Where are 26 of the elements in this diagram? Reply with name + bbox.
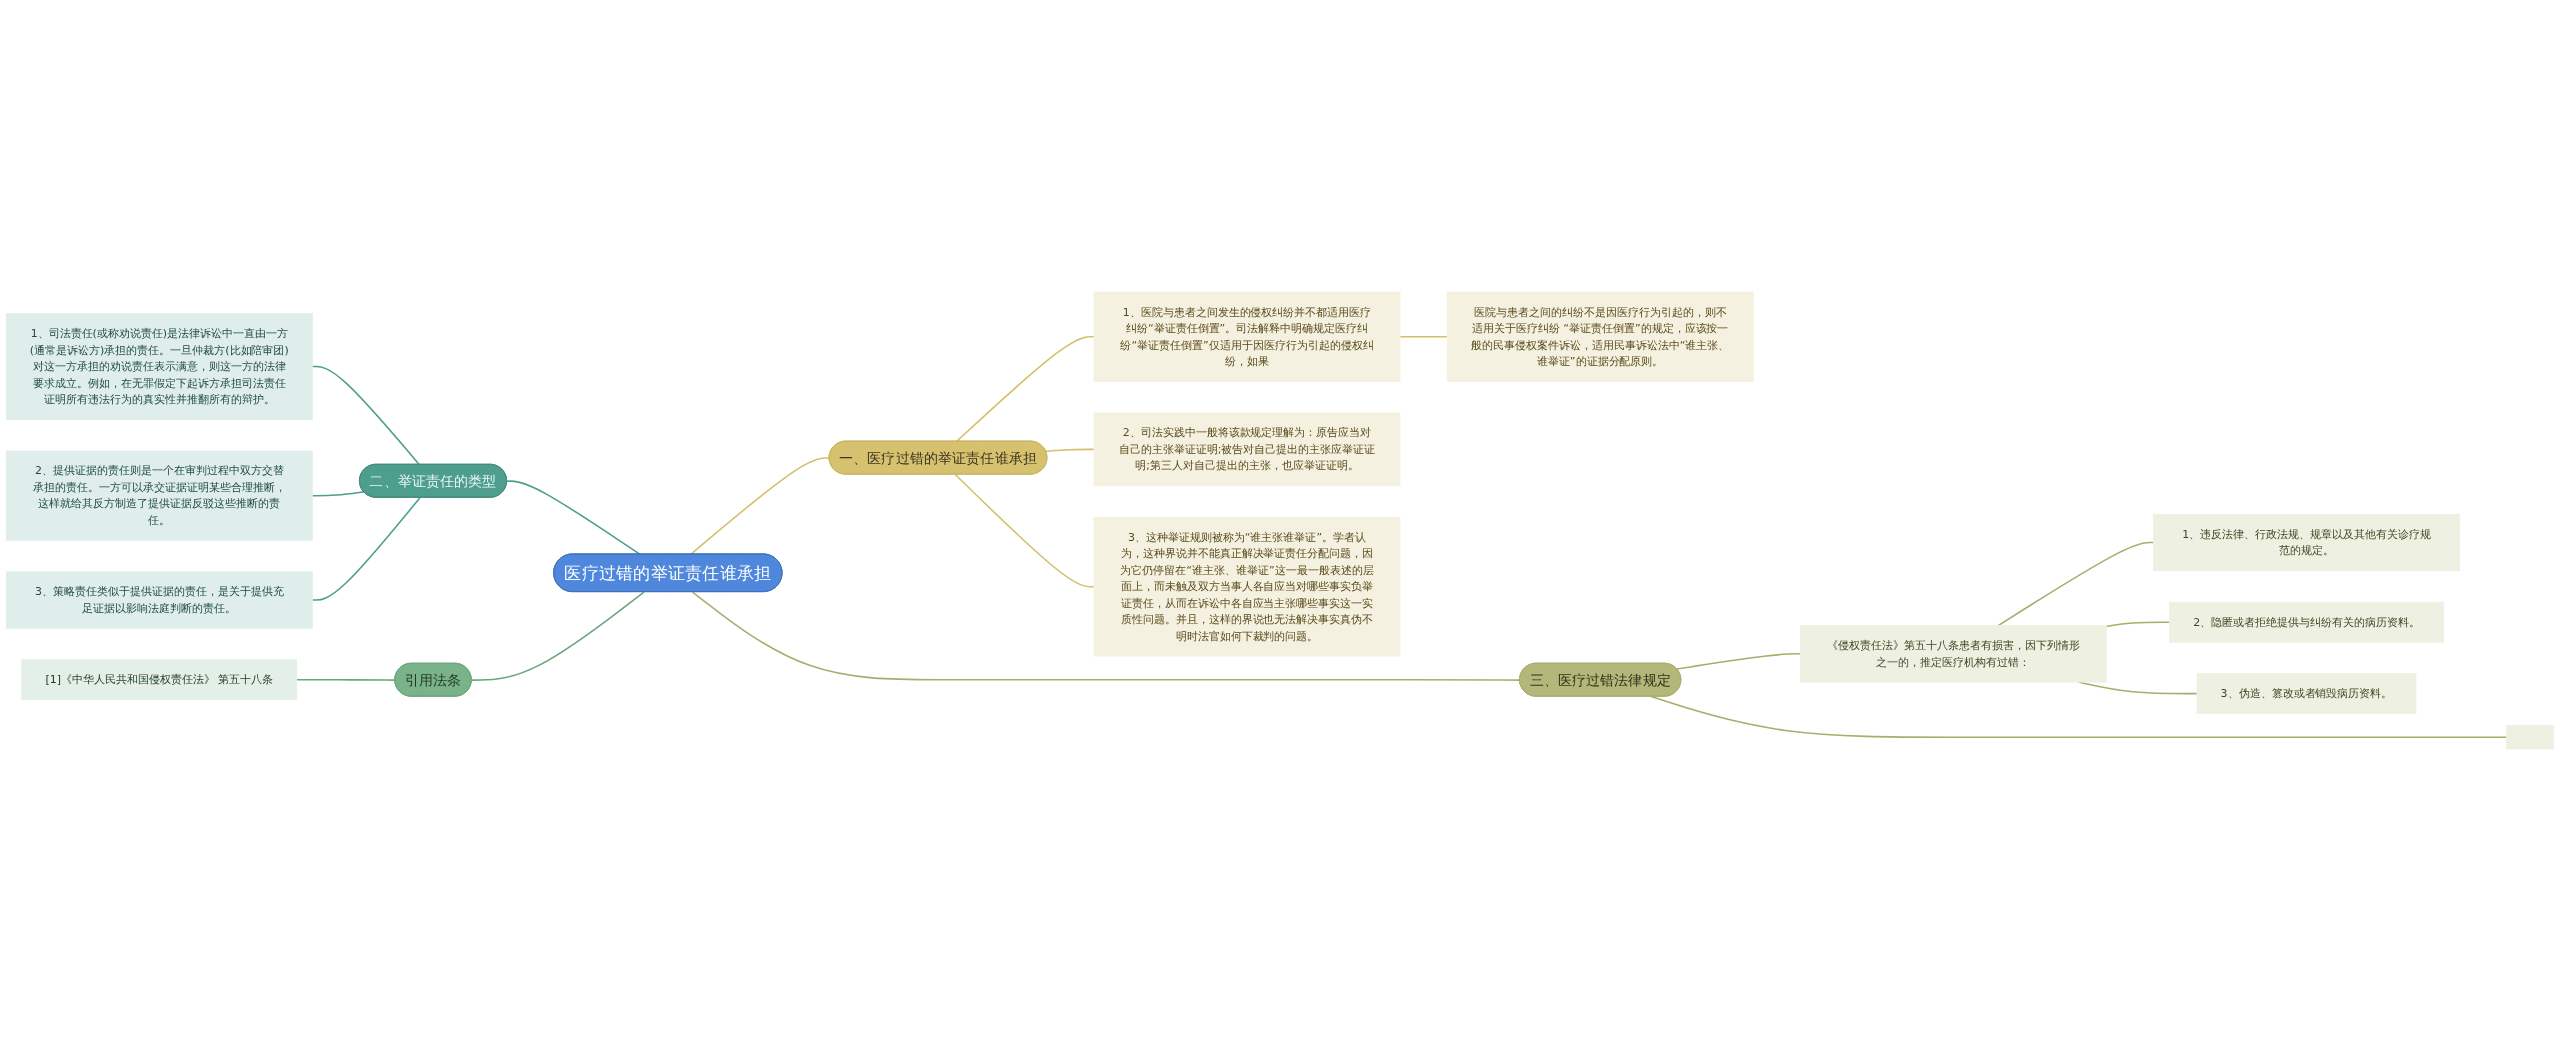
connector <box>470 591 645 681</box>
node-box: 2、司法实践中一般将该款规定理解为：原告应当对自己的主张举证证明;被告对自己提出的主张应举证证明;第三人对自己提出的主张，也应举证证明。 <box>1093 412 1401 487</box>
node-box: 《侵权责任法》第五十八条患者有损害，因下列情形之一的，推定医疗机构有过错： <box>1799 625 2107 683</box>
node-box <box>2506 725 2555 750</box>
connector <box>2105 621 2171 628</box>
node-box: 1、司法责任(或称劝说责任)是法律诉讼中一直由一方(通常是诉讼方)承担的责任。一旦仲裁方(比如陪审团)对这一方承担的劝说责任表示满意，则这一方的法律要求成立。例如，在无罪假定下起诉方承担司法责任证明所有违法行为的真实性并推翻所有的辩护。 <box>5 313 313 420</box>
connector <box>691 591 1521 681</box>
node-box: 2、隐匿或者拒绝提供与纠纷有关的病历资料。 <box>2169 601 2444 643</box>
connector <box>1650 695 2508 738</box>
connector <box>1399 335 1448 338</box>
connector <box>954 473 1095 588</box>
connector <box>1676 653 1802 670</box>
node-box: 2、提供证据的责任则是一个在审判过程中双方交替承担的责任。一方可以承交证据证明某些合理推断，这样就给其反方制造了提供证据反驳这些推断的责任。 <box>5 450 313 541</box>
connector <box>311 365 421 466</box>
node-box: 3、策略责任类似于提供证据的责任，是关于提供充足证据以影响法庭判断的责任。 <box>5 571 313 629</box>
connector <box>311 496 421 601</box>
node-box: 1、医院与患者之间发生的侵权纠纷并不都适用医疗纠纷“举证责任倒置”。司法解释中明确规定医疗纠纷“举证责任倒置”仅适用于因医疗行为引起的侵权纠纷，如果 <box>1093 291 1401 382</box>
connector <box>1997 541 2155 627</box>
connector <box>955 335 1095 443</box>
node-box: 医院与患者之间的纠纷不是因医疗行为引起的，则不适用关于医疗纠纷 “举证责任倒置”的规定，应该按一般的民事侵权案件诉讼，适用民事诉讼法中“谁主张、谁举证”的证据分配原则。 <box>1446 291 1754 382</box>
node-box: 1、违反法律、行政法规、规章以及其他有关诊疗规范的规定。 <box>2153 513 2460 572</box>
node-box: 3、这种举证规则被称为“谁主张谁举证”。学者认为，这种界说并不能真正解决举证责任分配问题，因为它仍停留在“谁主张、谁举证”这一最一般表述的层面上，而未触及双方当事人各自应当对哪些事实负举证责任，从而在诉讼中各自应当主张哪些事实这一实质性问题。并且，这样的界说也无法解决事实真伪不明时法官如何下裁判的问题。 <box>1093 516 1401 657</box>
connector <box>296 678 396 681</box>
node-box: [1]《中华人民共和国侵权责任法》 第五十八条 <box>21 659 298 701</box>
node-box: 3、伪造、篡改或者销毁病历资料。 <box>2196 673 2417 715</box>
connector <box>1045 448 1095 453</box>
